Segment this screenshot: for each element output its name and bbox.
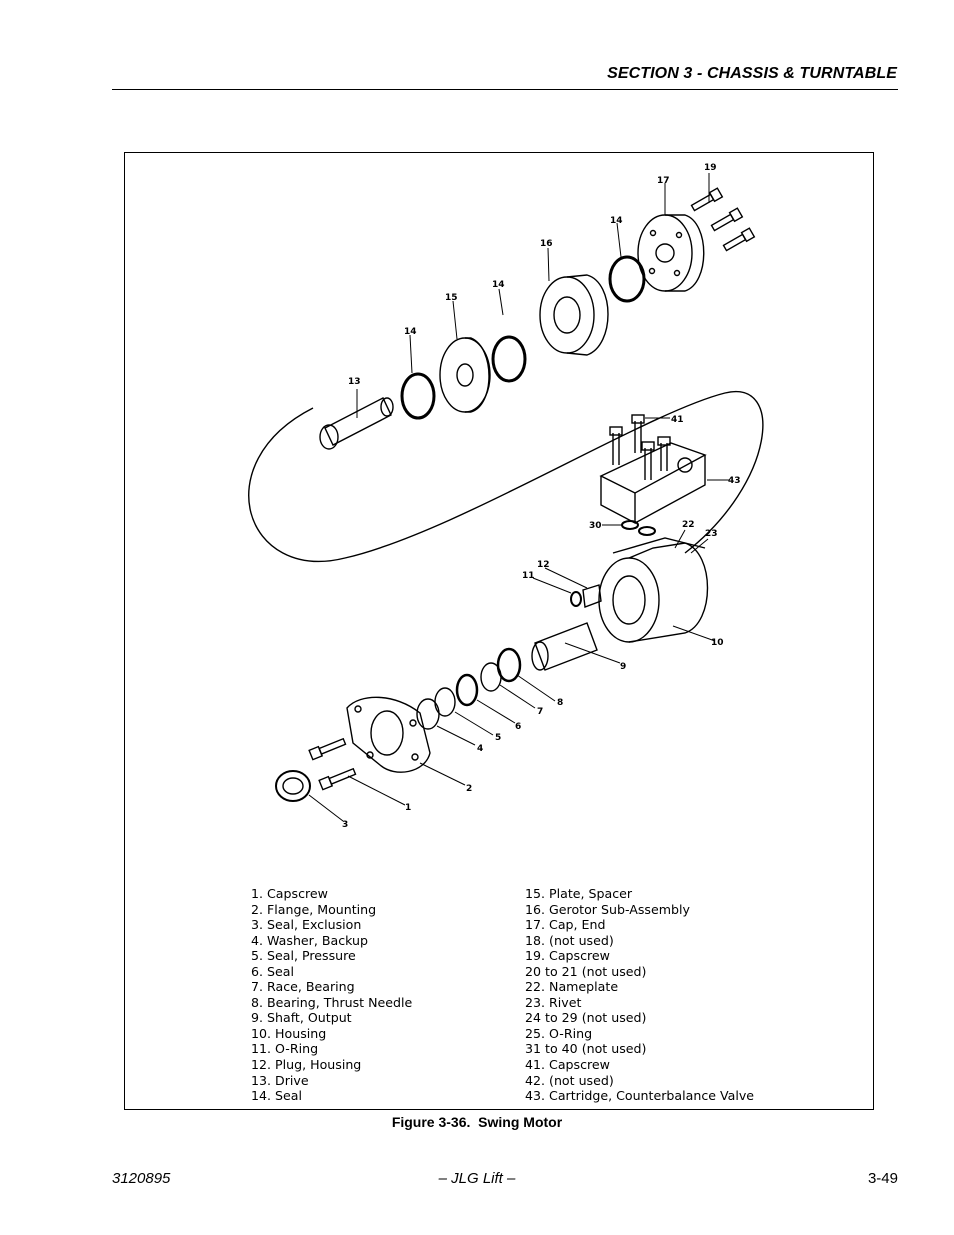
- seal-exclusion-3: [275, 770, 311, 802]
- callout-15: 15: [445, 293, 458, 303]
- legend-item: 8. Bearing, Thrust Needle: [251, 994, 413, 1010]
- callout-23: 23: [705, 529, 718, 539]
- seal-14-a: [608, 255, 646, 303]
- callout-41: 41: [671, 415, 684, 425]
- parts-legend-left: 1. Capscrew 2. Flange, Mounting 3. Seal,…: [251, 886, 412, 1104]
- callout-30: 30: [589, 521, 602, 531]
- end-cap-17: [637, 214, 705, 292]
- section-title: SECTION 3 - CHASSIS & TURNTABLE: [607, 65, 897, 82]
- footer-brand: – JLG Lift –: [438, 1170, 516, 1187]
- housing-10: [598, 537, 709, 643]
- callout-7: 7: [537, 707, 543, 717]
- o-ring-30-a: [621, 520, 639, 530]
- parts-legend-right: 15. Plate, Spacer 16. Gerotor Sub-Assemb…: [525, 886, 754, 1104]
- hose-loop: [248, 390, 764, 563]
- legend-item: 22. Nameplate: [525, 979, 619, 995]
- legend-item: 11. O-Ring: [251, 1041, 319, 1057]
- footer-page-number: 3-49: [867, 1170, 898, 1187]
- legend-item: 12. Plug, Housing: [251, 1057, 362, 1073]
- legend-item: 1. Capscrew: [251, 886, 328, 901]
- leader-lines: [308, 173, 729, 822]
- legend-item: 9. Shaft, Output: [251, 1010, 352, 1026]
- capscrews-41: [609, 414, 671, 480]
- legend-item: 25. O-Ring: [525, 1025, 593, 1041]
- callout-1: 1: [405, 803, 411, 813]
- legend-item: 16. Gerotor Sub-Assembly: [525, 901, 690, 917]
- plug-12: [582, 584, 602, 608]
- legend-item: 43. Cartridge, Counterbalance Valve: [525, 1088, 755, 1104]
- callout-10: 10: [711, 638, 724, 648]
- o-ring-11: [570, 591, 582, 607]
- callout-43: 43: [728, 476, 741, 486]
- gerotor-16: [539, 274, 609, 356]
- callout-numbers: 19 17 14 16 14 15 14 13 41 43 30 22 23 1…: [342, 163, 741, 830]
- seal-14-c: [400, 372, 436, 420]
- callout-4: 4: [477, 744, 483, 754]
- legend-item: 23. Rivet: [525, 994, 582, 1010]
- capscrews-19: [690, 187, 756, 252]
- legend-item: 20 to 21 (not used): [525, 963, 647, 979]
- valve-block-43: [599, 442, 707, 525]
- legend-item: 5. Seal, Pressure: [251, 948, 356, 964]
- callout-8: 8: [557, 698, 563, 708]
- capscrew-1-b: [318, 767, 357, 791]
- legend-item: 15. Plate, Spacer: [525, 886, 633, 901]
- legend-item: 7. Race, Bearing: [251, 979, 355, 995]
- seal-14-b: [491, 335, 527, 383]
- header-rule: [112, 89, 898, 90]
- swing-motor-exploded-diagram: 19 17 14 16 14 15 14 13 41 43 30 22 23 1…: [248, 163, 764, 830]
- legend-item: 17. Cap, End: [525, 917, 606, 933]
- callout-14-b: 14: [492, 280, 505, 290]
- figure-caption: Figure 3-36. Swing Motor: [391, 1114, 563, 1130]
- callout-3: 3: [342, 820, 348, 830]
- legend-item: 19. Capscrew: [525, 948, 610, 964]
- callout-16: 16: [540, 239, 553, 249]
- legend-item: 13. Drive: [251, 1072, 309, 1088]
- capscrew-1-a: [308, 737, 347, 761]
- legend-item: 18. (not used): [525, 932, 614, 948]
- callout-2: 2: [466, 784, 472, 794]
- o-ring-30-b: [638, 526, 656, 536]
- callout-17: 17: [657, 176, 670, 186]
- legend-item: 10. Housing: [251, 1025, 327, 1041]
- legend-item: 42. (not used): [525, 1072, 614, 1088]
- callout-19: 19: [704, 163, 717, 173]
- drive-13: [319, 397, 394, 450]
- seal-5: [434, 687, 456, 717]
- callout-14-a: 14: [610, 216, 623, 226]
- flange-2: [346, 696, 431, 773]
- callout-12: 12: [537, 560, 550, 570]
- callout-13: 13: [348, 377, 361, 387]
- legend-item: 4. Washer, Backup: [251, 932, 369, 948]
- spacer-plate-15: [439, 337, 491, 413]
- legend-item: 6. Seal: [251, 963, 294, 979]
- callout-14-c: 14: [404, 327, 417, 337]
- output-shaft-9: [531, 622, 598, 671]
- race-7: [480, 662, 502, 692]
- washer-4: [416, 698, 440, 730]
- legend-item: 3. Seal, Exclusion: [251, 917, 362, 933]
- callout-9: 9: [620, 662, 626, 672]
- legend-item: 41. Capscrew: [525, 1057, 610, 1073]
- callout-22: 22: [682, 520, 695, 530]
- footer-doc-number: 3120895: [112, 1170, 171, 1187]
- bearing-8: [496, 647, 522, 683]
- seal-6: [455, 673, 479, 707]
- legend-item: 31 to 40 (not used): [525, 1041, 647, 1057]
- callout-11: 11: [522, 571, 535, 581]
- figure-frame: 19 17 14 16 14 15 14 13 41 43 30 22 23 1…: [124, 152, 874, 1110]
- callout-5: 5: [495, 733, 501, 743]
- legend-item: 2. Flange, Mounting: [251, 901, 377, 917]
- callout-6: 6: [515, 722, 521, 732]
- legend-item: 14. Seal: [251, 1088, 302, 1104]
- legend-item: 24 to 29 (not used): [525, 1010, 647, 1026]
